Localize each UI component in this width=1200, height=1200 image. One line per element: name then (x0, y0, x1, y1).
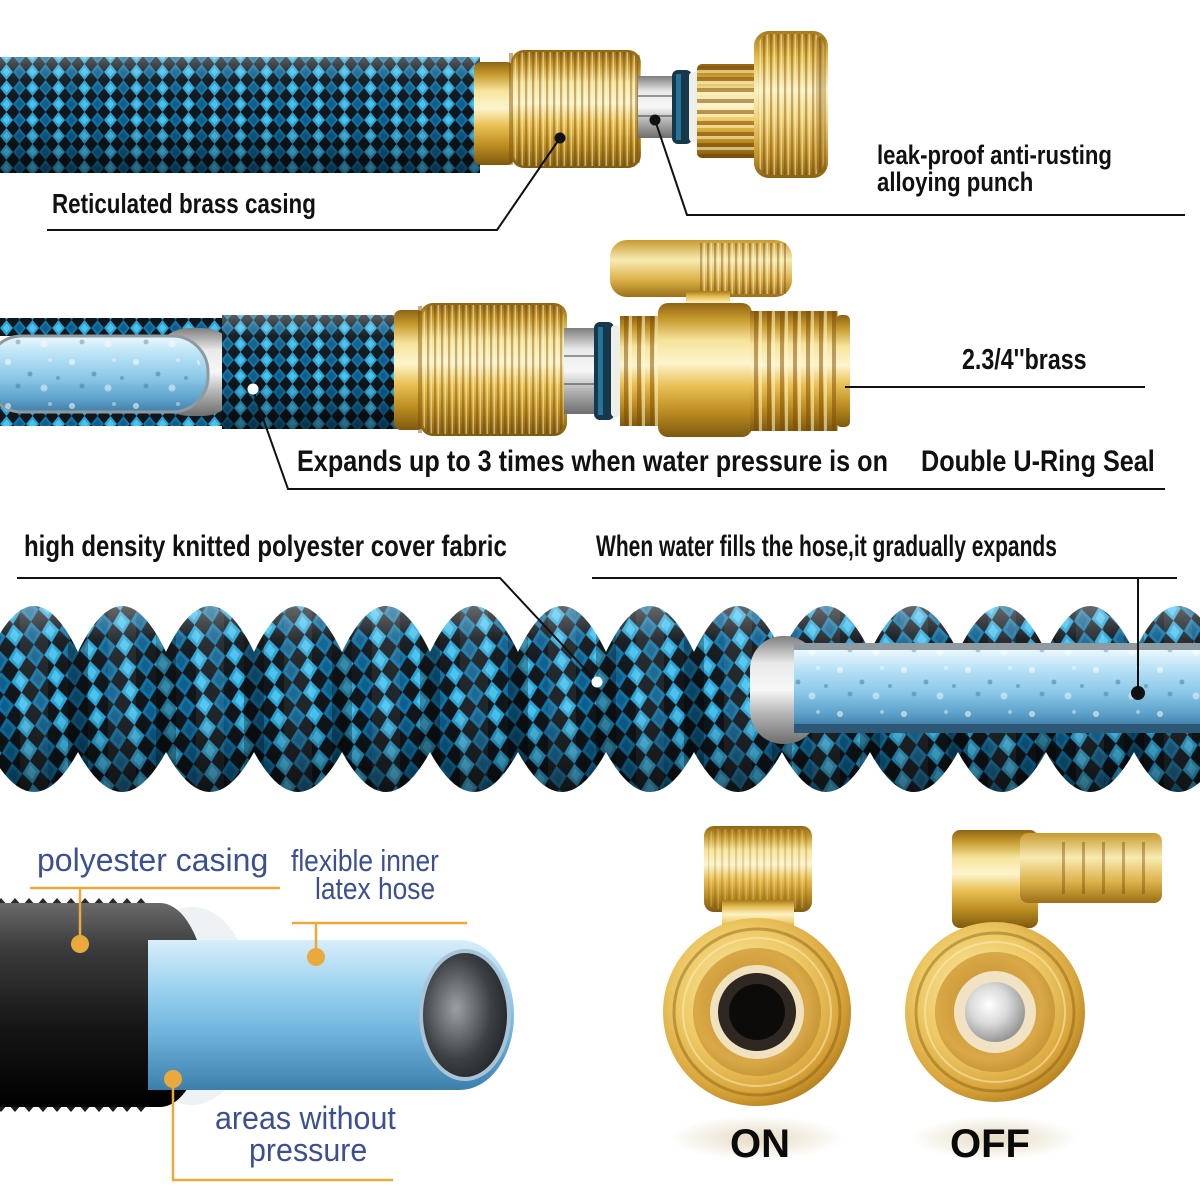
tube-opening (419, 949, 511, 1081)
latex-tube-shape (148, 940, 514, 1090)
label-areas-without-line2: pressure (249, 1132, 368, 1168)
callout-reticulated-brass (47, 132, 566, 231)
braided-hose-middle (222, 315, 404, 429)
water-filled-tube-middle (0, 334, 210, 414)
callout-areas-without-pressure (164, 1070, 393, 1182)
label-fill-note: When water fills the hose,it gradually e… (596, 530, 1057, 563)
hose-assembly-middle (0, 240, 1165, 490)
brass-fitting-top (474, 50, 641, 168)
callout-fills (592, 577, 1177, 700)
valve-open-bore (729, 984, 785, 1040)
braided-hose-top (0, 57, 480, 173)
label-valve-on: ON (730, 1122, 790, 1166)
callout-dot (164, 1070, 182, 1088)
callout-dot (247, 383, 259, 395)
callout-dot (71, 935, 89, 953)
corrugated-hose (0, 577, 1200, 792)
callout-dot (591, 676, 603, 688)
label-flexible-inner-line1: flexible inner (291, 843, 439, 878)
callout-dot (554, 132, 566, 144)
callout-fabric (17, 577, 603, 688)
water-filled-tube-band (794, 643, 1200, 733)
callout-leak-proof (649, 114, 1185, 216)
label-reticulated-brass-casing: Reticulated brass casing (52, 188, 316, 219)
label-valve-size: 2.3/4''brass (962, 344, 1087, 376)
shutoff-valve (610, 240, 850, 437)
callout-dot (1131, 686, 1145, 700)
label-polyester-casing: polyester casing (37, 842, 269, 878)
valve-handle (610, 240, 792, 321)
label-seal-note: Double U-Ring Seal (921, 445, 1155, 478)
label-leak-proof-line2: alloying punch (877, 167, 1034, 197)
hose-assembly-top (0, 31, 1185, 231)
callout-polyester-casing (30, 886, 280, 953)
valve-body (658, 303, 752, 437)
callout-flexible-inner (292, 921, 467, 966)
label-valve-off: OFF (950, 1122, 1030, 1166)
connector-rod-middle (564, 322, 620, 420)
label-areas-without-line1: areas without (215, 1100, 396, 1136)
label-expand-note: Expands up to 3 times when water pressur… (297, 445, 888, 478)
callout-dot (649, 114, 661, 126)
label-leak-proof-line1: leak-proof anti-rusting (877, 140, 1112, 170)
valve-closed-ball (965, 982, 1025, 1042)
valve-off-view (905, 830, 1162, 1160)
cross-section-diagram (0, 886, 514, 1182)
faucet-connector-top (697, 31, 828, 178)
label-flexible-inner-line2: latex hose (315, 871, 436, 906)
reflection (911, 1116, 1079, 1160)
brass-fitting-middle (394, 303, 567, 436)
label-fabric-note: high density knitted polyester cover fab… (24, 530, 507, 563)
connector-rod-top (638, 70, 699, 144)
valve-on-view (663, 826, 851, 1160)
valve-off-handle (952, 830, 1038, 928)
callout-expands (247, 383, 1165, 490)
callout-dot (307, 948, 325, 966)
reflection (669, 1116, 845, 1160)
